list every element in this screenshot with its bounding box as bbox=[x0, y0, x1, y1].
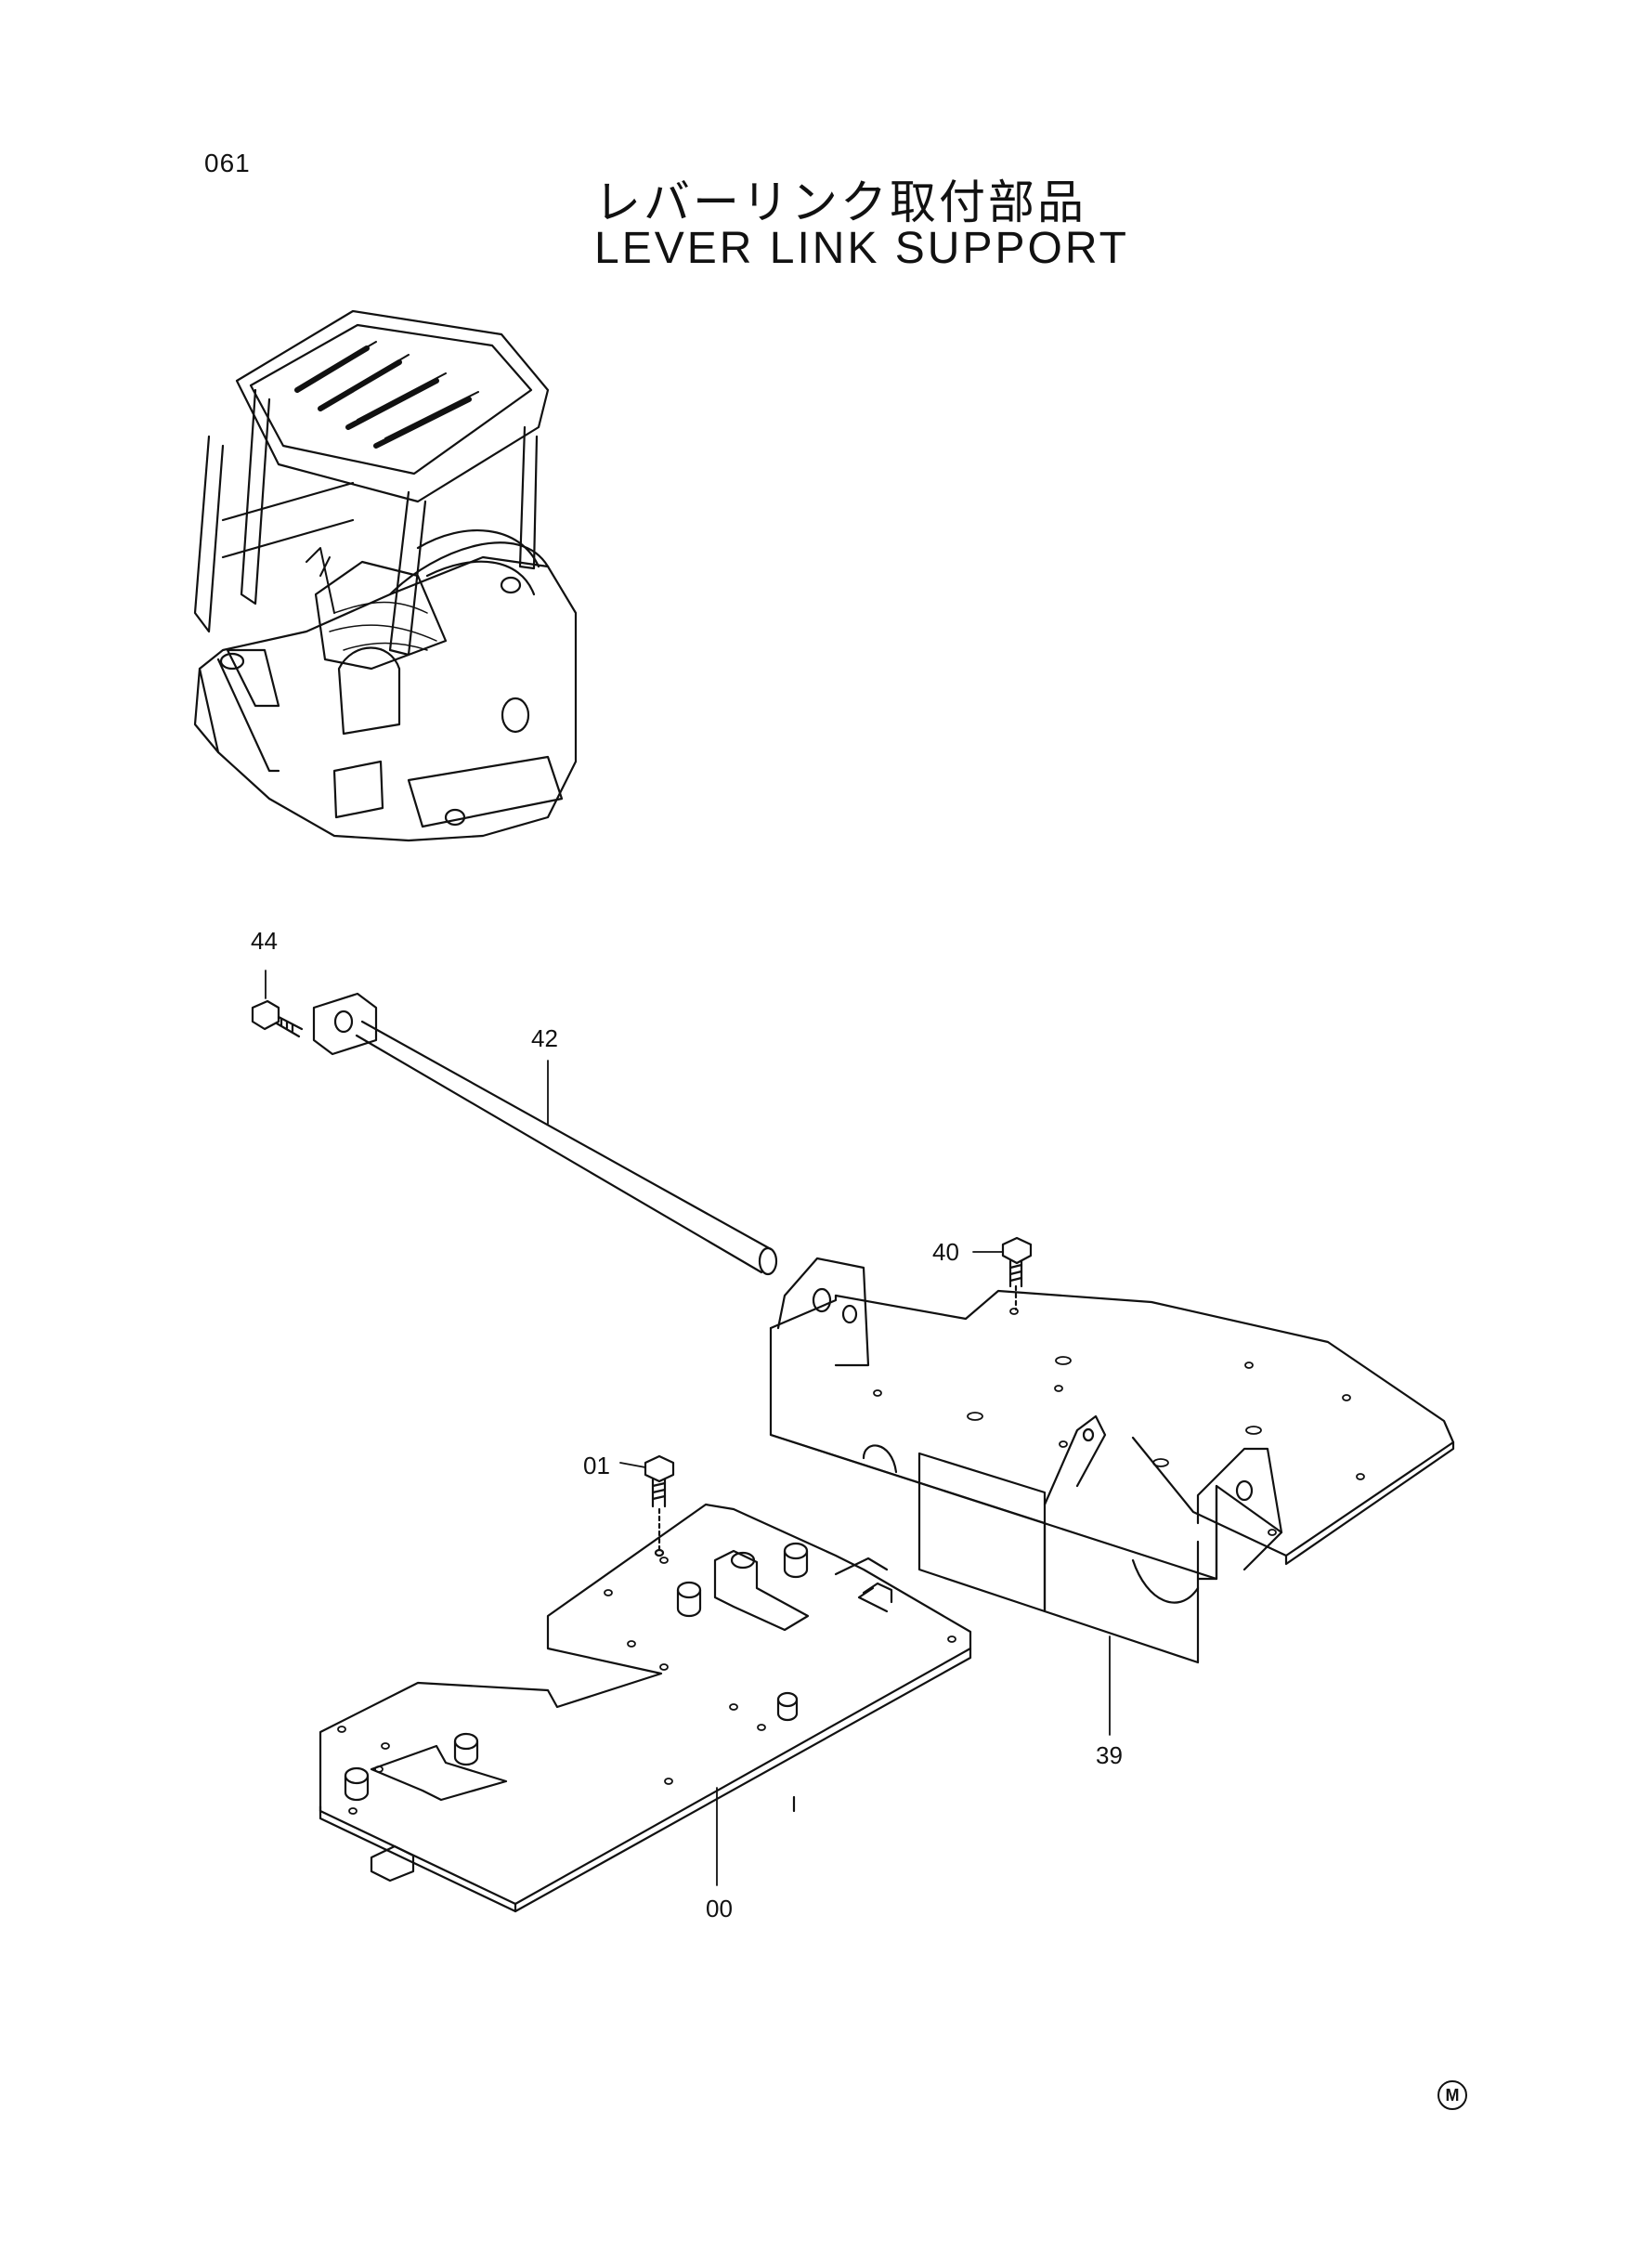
title-japanese: レバーリンク取付部品 bbox=[594, 176, 1086, 229]
bracket-39 bbox=[769, 1257, 1455, 1664]
callout-00: 00 bbox=[706, 1895, 733, 1922]
callout-42: 42 bbox=[531, 1024, 558, 1052]
shaft-42 bbox=[312, 992, 778, 1276]
page-number: 061 bbox=[204, 149, 251, 177]
base-plate-00 bbox=[319, 1503, 972, 1913]
bolt-01 bbox=[644, 1454, 675, 1557]
bolt-44 bbox=[251, 999, 304, 1038]
callout-01: 01 bbox=[583, 1452, 610, 1479]
callout-44: 44 bbox=[251, 927, 278, 955]
excavator-overview-illustration bbox=[193, 309, 578, 842]
title-english: LEVER LINK SUPPORT bbox=[594, 224, 1129, 273]
callout-39: 39 bbox=[1096, 1741, 1123, 1769]
m-symbol-mark: M bbox=[1437, 2080, 1467, 2110]
callout-40: 40 bbox=[932, 1238, 959, 1266]
leader-lines bbox=[265, 970, 1111, 1886]
bolt-40 bbox=[1001, 1236, 1033, 1311]
